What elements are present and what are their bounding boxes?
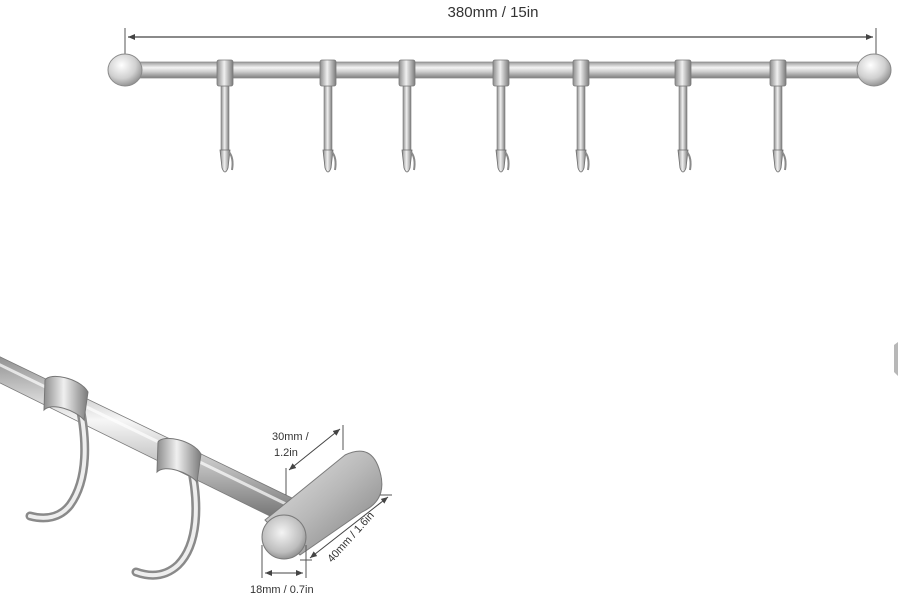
height-dimension: 30mm / 1.2in	[272, 425, 344, 495]
hooks-group	[216, 59, 787, 173]
hook	[572, 59, 590, 173]
hook	[769, 59, 787, 173]
height-label-line-2: 1.2in	[274, 447, 298, 459]
height-label-line-1: 30mm /	[272, 431, 310, 443]
diameter-label: 18mm / 0.7in	[250, 584, 314, 596]
detail-view: 30mm / 1.2in 40mm / 1.6in 18mm / 0.7in	[0, 356, 392, 596]
length-label: 380mm / 15in	[448, 4, 539, 21]
left-end-cap	[107, 53, 143, 87]
right-end-cap	[856, 53, 892, 87]
hook	[216, 59, 234, 173]
hook	[492, 59, 510, 173]
edge-fragment	[894, 342, 898, 376]
detail-hook-1	[25, 376, 90, 523]
hook	[398, 59, 416, 173]
hook	[319, 59, 337, 173]
diameter-dimension: 18mm / 0.7in	[250, 545, 314, 596]
detail-hook-2	[131, 438, 202, 580]
top-view-rail: 380mm / 15in	[107, 4, 892, 173]
hook	[674, 59, 692, 173]
length-dimension: 380mm / 15in	[124, 4, 877, 54]
